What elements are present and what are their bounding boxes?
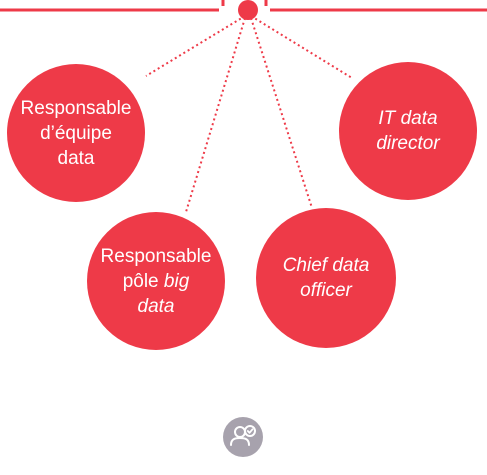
node-label-line: Responsable	[21, 96, 132, 121]
node-4-label: Chief data officer	[283, 253, 370, 303]
node-label-text: Responsable	[20, 97, 132, 119]
user-check-icon	[223, 417, 263, 457]
node-label-text: big	[163, 270, 190, 292]
node-label-text: data	[57, 147, 95, 169]
connector-to-node-3	[185, 17, 246, 213]
node-label-text: data	[137, 295, 175, 317]
node-label-line: Chief data	[283, 253, 370, 278]
node-label-text: officer	[300, 280, 352, 301]
connector-to-node-2	[250, 15, 353, 79]
node-label-line: data	[101, 294, 212, 319]
node-2: IT data director	[339, 62, 477, 200]
connector-to-node-4	[250, 17, 313, 209]
node-4: Chief data officer	[256, 208, 396, 348]
node-label-text: pôle	[122, 270, 164, 292]
hub-dot	[238, 0, 258, 20]
node-1: Responsable d’équipe data	[7, 64, 145, 202]
node-label-line: pôle big	[101, 269, 212, 294]
node-label-line: data	[21, 146, 132, 171]
node-label-line: director	[376, 131, 439, 156]
node-label-text: IT data	[378, 108, 438, 129]
node-1-label: Responsable d’équipe data	[21, 96, 132, 171]
node-label-line: IT data	[376, 106, 439, 131]
node-label-text: director	[376, 133, 440, 154]
node-label-line: Responsable	[101, 244, 212, 269]
connector-to-node-1	[145, 15, 246, 77]
node-label-text: Chief data	[282, 255, 370, 276]
node-label-text: Responsable	[100, 245, 212, 267]
node-label-line: officer	[283, 278, 370, 303]
node-2-label: IT data director	[376, 106, 439, 156]
node-label-text: d’équipe	[40, 122, 112, 144]
node-label-line: d’équipe	[21, 121, 132, 146]
